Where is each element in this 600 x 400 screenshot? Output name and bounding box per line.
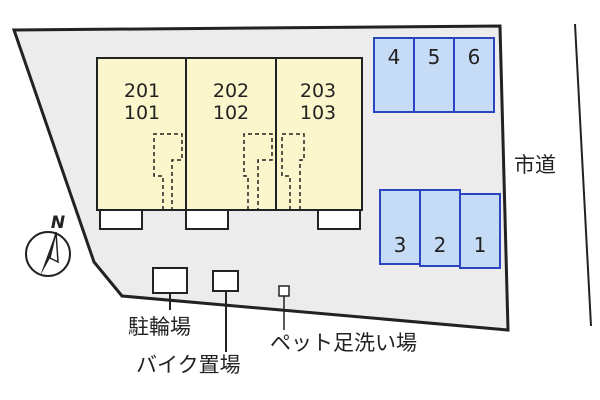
bike-parking-label: バイク置場	[136, 353, 241, 377]
unit-label-103: 103	[300, 102, 336, 124]
porch-2	[185, 209, 229, 230]
north-compass-icon: N	[25, 213, 71, 277]
unit-label-102: 102	[213, 102, 249, 124]
parking-space-6	[453, 37, 495, 113]
compass-north-label: N	[51, 213, 65, 233]
parking-bottom-row: 3 2 1	[379, 189, 501, 269]
pet-foot-wash-label: ペット足洗い場	[270, 331, 417, 355]
parking-number-2: 2	[434, 233, 447, 257]
unit-label-101: 101	[124, 102, 160, 124]
parking-space-1	[459, 193, 501, 269]
parking-number-5: 5	[428, 45, 441, 69]
bike-parking-box	[212, 270, 239, 292]
porch-3	[317, 209, 361, 230]
parking-space-2	[419, 189, 461, 267]
parking-number-4: 4	[388, 45, 401, 69]
parking-space-4	[373, 37, 415, 113]
unit-label-203: 203	[300, 80, 336, 102]
unit-3-stair-dashed	[281, 133, 305, 210]
parking-number-6: 6	[468, 45, 481, 69]
porch-1	[99, 209, 143, 230]
unit-label-202: 202	[213, 80, 249, 102]
apartment-building: 201 101 202 102 203 103	[96, 57, 363, 230]
road-label: 市道	[514, 153, 556, 177]
pet-foot-wash-box	[278, 285, 290, 297]
parking-space-5	[413, 37, 455, 113]
unit-2-stair-dashed	[243, 133, 273, 210]
unit-1-stair-dashed	[153, 133, 183, 210]
unit-label-201: 201	[124, 80, 160, 102]
parking-space-3	[379, 189, 421, 265]
road-edge-line	[574, 23, 592, 327]
parking-number-1: 1	[474, 233, 487, 257]
parking-top-row: 4 5 6	[373, 37, 495, 113]
parking-number-3: 3	[394, 233, 407, 257]
bicycle-parking-box	[152, 267, 188, 294]
bicycle-parking-label: 駐輪場	[128, 315, 191, 339]
